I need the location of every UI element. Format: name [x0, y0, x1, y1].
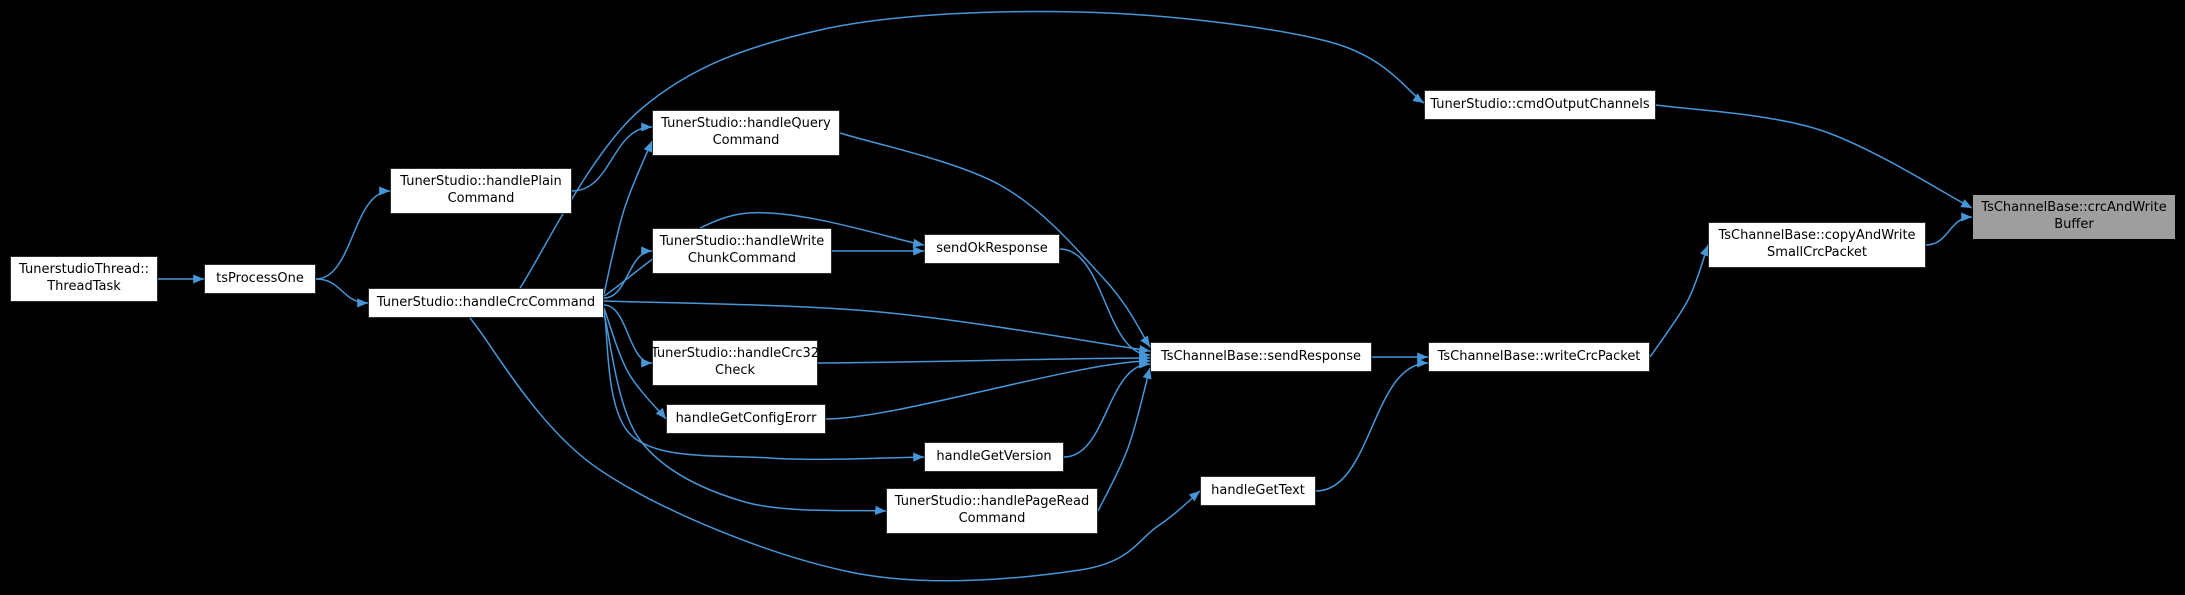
edge-handleCrcCommand-to-handlePageReadCommand: [603, 313, 887, 515]
edge-tsProcessOne-to-handleCrcCommand: [315, 278, 369, 308]
graph-node-threadTask[interactable]: TunerstudioThread:: ThreadTask: [10, 256, 158, 302]
graph-node-handleWriteChunkCommand[interactable]: TunerStudio::handleWrite ChunkCommand: [652, 228, 832, 274]
graph-node-handleCrc32Check[interactable]: TunerStudio::handleCrc32 Check: [651, 340, 819, 386]
edge-sendOkResponse-to-sendResponse: [1059, 248, 1151, 360]
edge-handlePlainCommand-to-handleQueryCommand: [571, 122, 653, 192]
edge-handleQueryCommand-to-sendResponse: [839, 132, 1151, 348]
edge-cmdOutputChannels-to-crcAndWriteBuffer: [1655, 104, 1973, 209]
edge-handleGetConfigErorr-to-sendResponse: [825, 356, 1151, 420]
edge-handleGetVersion-to-sendResponse: [1063, 359, 1151, 458]
graph-node-sendResponse[interactable]: TsChannelBase::sendResponse: [1150, 342, 1372, 372]
graph-node-handleGetText[interactable]: handleGetText: [1200, 476, 1316, 506]
edge-handleCrc32Check-to-sendResponse: [817, 353, 1151, 364]
edge-handleCrcCommand-to-handleGetText: [469, 317, 1201, 582]
edge-handleCrcCommand-to-sendOkResponse: [603, 212, 925, 297]
edge-tsProcessOne-to-handlePlainCommand: [315, 186, 391, 280]
graph-node-writeCrcPacket[interactable]: TsChannelBase::writeCrcPacket: [1428, 342, 1650, 372]
edge-copyAndWriteSmallCrcPacket-to-crcAndWriteBuffer: [1925, 212, 1973, 246]
graph-node-crcAndWriteBuffer: TsChannelBase::crcAndWrite Buffer: [1972, 194, 2176, 240]
graph-node-handlePlainCommand[interactable]: TunerStudio::handlePlain Command: [390, 168, 572, 214]
graph-node-handleCrcCommand[interactable]: TunerStudio::handleCrcCommand: [368, 288, 604, 318]
edge-handleCrcCommand-to-sendResponse: [603, 300, 1151, 354]
edge-writeCrcPacket-to-copyAndWriteSmallCrcPacket: [1649, 244, 1709, 358]
edge-handleCrcCommand-to-handleWriteChunkCommand: [603, 246, 653, 299]
edge-handleCrcCommand-to-cmdOutputChannels: [519, 10, 1425, 289]
graph-node-copyAndWriteSmallCrcPacket[interactable]: TsChannelBase::copyAndWrite SmallCrcPack…: [1708, 222, 1926, 268]
graph-node-sendOkResponse[interactable]: sendOkResponse: [924, 234, 1060, 264]
graph-node-tsProcessOne[interactable]: tsProcessOne: [204, 264, 316, 294]
graph-node-handlePageReadCommand[interactable]: TunerStudio::handlePageRead Command: [886, 488, 1098, 534]
graph-node-handleGetVersion[interactable]: handleGetVersion: [924, 442, 1064, 472]
graph-node-handleQueryCommand[interactable]: TunerStudio::handleQuery Command: [652, 110, 840, 156]
edge-handleCrcCommand-to-handleCrc32Check: [603, 304, 653, 368]
graph-node-cmdOutputChannels[interactable]: TunerStudio::cmdOutputChannels: [1424, 90, 1656, 120]
edge-handleGetText-to-writeCrcPacket: [1315, 358, 1429, 492]
graph-node-handleGetConfigErorr[interactable]: handleGetConfigErorr: [666, 404, 826, 434]
edge-handlePageReadCommand-to-sendResponse: [1097, 367, 1152, 512]
edge-handleCrcCommand-to-handleGetConfigErorr: [603, 307, 667, 420]
edge-handleCrcCommand-to-handleQueryCommand: [603, 140, 653, 295]
edge-handleCrcCommand-to-handleGetVersion: [603, 310, 925, 462]
